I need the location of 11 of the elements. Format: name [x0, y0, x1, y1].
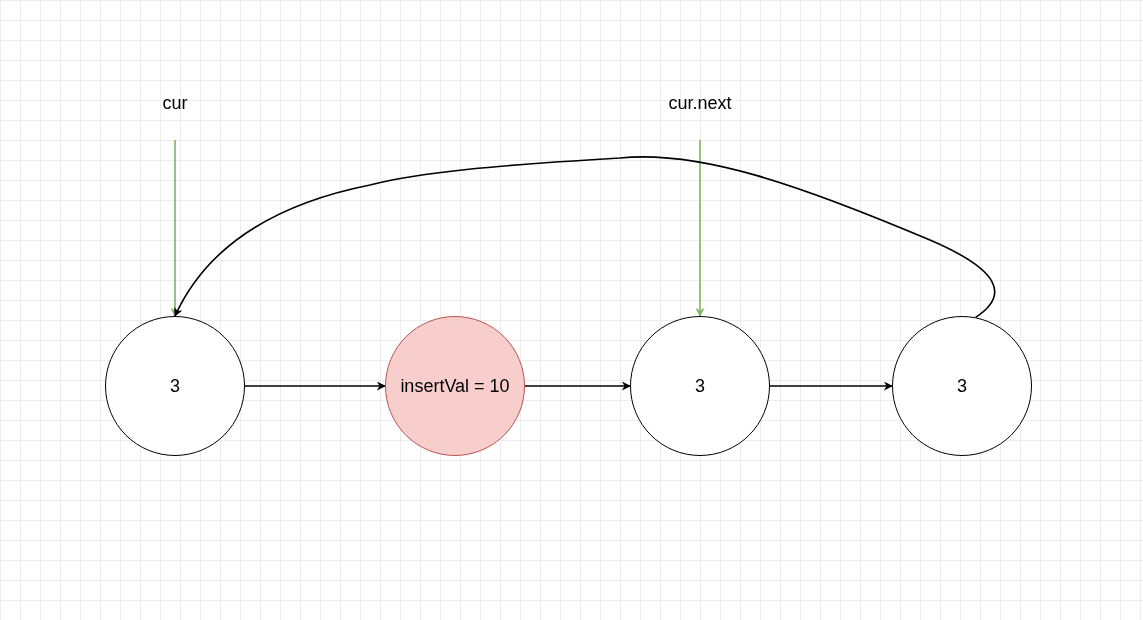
node-value: 3 — [170, 375, 180, 397]
node-value: insertVal = 10 — [400, 375, 510, 397]
arrow — [769, 381, 893, 391]
node-value: 3 — [695, 375, 705, 397]
pointer-label: cur.next — [668, 93, 732, 114]
node-value: 3 — [957, 375, 967, 397]
arrow — [695, 139, 705, 317]
pointer-label: cur — [162, 93, 188, 114]
arrow — [244, 381, 386, 391]
arrow — [524, 381, 631, 391]
curved-arrow — [174, 156, 996, 319]
